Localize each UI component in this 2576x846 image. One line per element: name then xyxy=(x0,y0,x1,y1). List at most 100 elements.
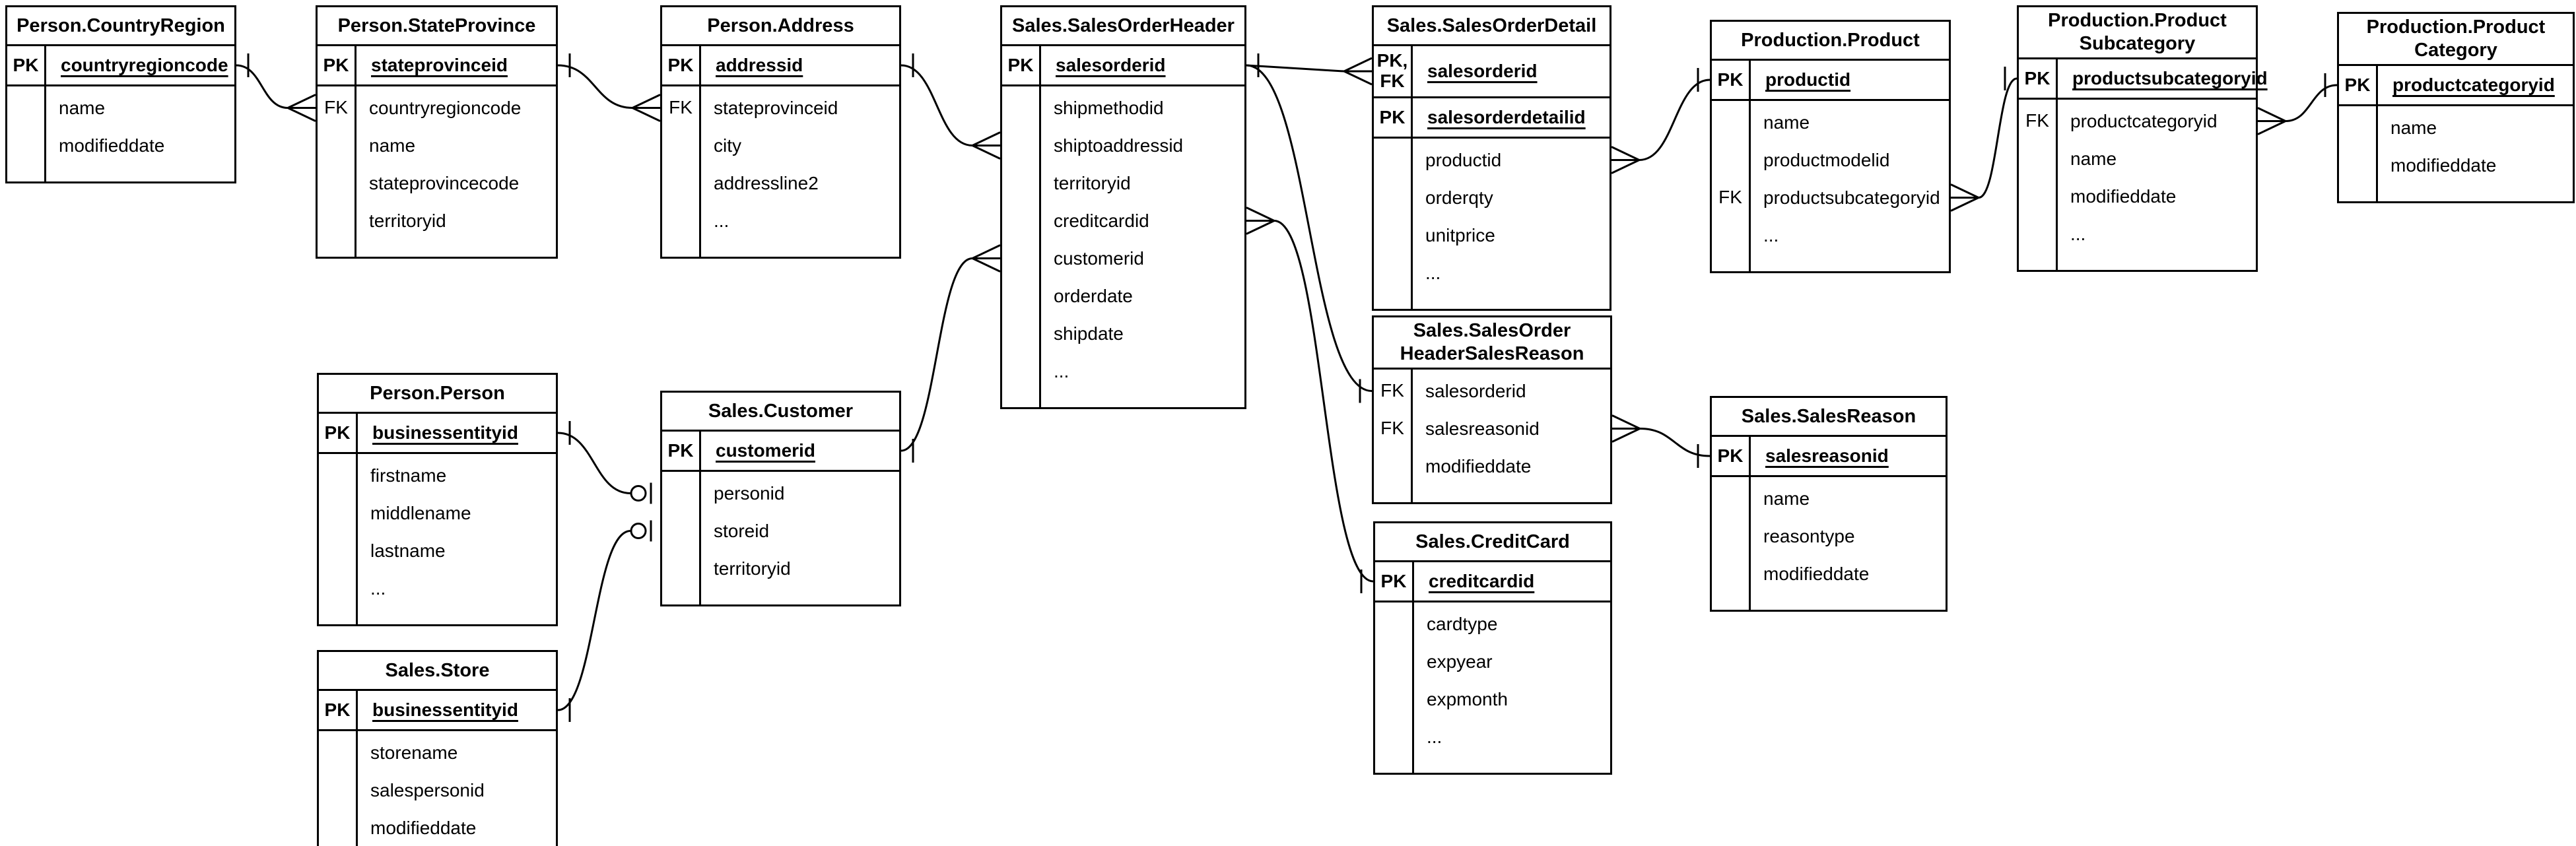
column-name: modifieddate xyxy=(59,135,165,156)
column-name: name xyxy=(59,97,106,118)
column-name: territoryid xyxy=(1054,172,1131,193)
attribute-row: name xyxy=(318,127,556,164)
attribute-row: shipdate xyxy=(1002,315,1244,352)
relationship-customer-sales_order_header[interactable] xyxy=(900,244,1001,463)
column-name: countryregioncode xyxy=(369,97,522,118)
relationship-product_subcategory-product_category[interactable] xyxy=(2257,73,2338,135)
relationship-sales_order_detail-product[interactable] xyxy=(1611,68,1711,174)
key-badge: PK xyxy=(1712,437,1751,475)
attribute-row: ... xyxy=(2019,215,2256,253)
column-name: city xyxy=(714,135,741,156)
column-name: customerid xyxy=(716,440,815,461)
relationship-product-product_subcategory[interactable] xyxy=(1950,67,2017,212)
column-name: orderdate xyxy=(1054,285,1133,306)
relationship-state_province-address[interactable] xyxy=(557,53,661,122)
attribute-row: creditcardid xyxy=(1002,202,1244,240)
attribute-row: modifieddate xyxy=(2339,146,2573,184)
column-name: productmodelid xyxy=(1763,149,1890,170)
relationship-person-customer[interactable] xyxy=(557,421,652,504)
attribute-row: productid xyxy=(1374,141,1610,179)
column-name: territoryid xyxy=(714,558,791,579)
relationship-country_region-state_province[interactable] xyxy=(236,53,316,122)
column-name: ... xyxy=(370,577,386,599)
attribute-row: ... xyxy=(662,202,899,240)
column-name: stateprovincecode xyxy=(369,172,520,193)
column-name: businessentityid xyxy=(372,422,518,443)
key-badge: FK xyxy=(1380,418,1404,439)
column-name: productid xyxy=(1765,69,1851,90)
relationship-sales_order_header-sales_order_detail[interactable] xyxy=(1246,53,1373,86)
key-row: PK productid xyxy=(1712,61,1949,101)
column-name: personid xyxy=(714,482,785,504)
attribute-section: personid storeid territoryid xyxy=(662,472,899,604)
relationship-store-customer[interactable] xyxy=(557,520,652,723)
attribute-row: middlename xyxy=(319,494,556,532)
relationship-credit_card-sales_order_header[interactable] xyxy=(1246,207,1374,594)
column-name: territoryid xyxy=(369,210,446,231)
table-title: Sales.SalesOrderDetail xyxy=(1374,7,1610,46)
relationship-address-sales_order_header[interactable] xyxy=(900,53,1001,160)
attribute-row: ... xyxy=(1002,352,1244,390)
attribute-row: storename xyxy=(319,734,556,771)
column-name: ... xyxy=(1425,262,1441,283)
key-badge: PK xyxy=(7,46,46,84)
attribute-row: name xyxy=(1712,104,1949,141)
column-name: storeid xyxy=(714,520,770,541)
column-name: stateprovinceid xyxy=(371,55,508,75)
table-title: Sales.SalesOrderHeader xyxy=(1002,7,1244,46)
relationship-sales_order_header-sales_order_header_sales_reason[interactable] xyxy=(1246,64,1373,403)
key-row: PK salesreasonid xyxy=(1712,437,1946,477)
key-badge: PK xyxy=(662,432,701,470)
attribute-row: unitprice xyxy=(1374,216,1610,254)
column-name: salesorderid xyxy=(1425,380,1526,401)
column-name: creditcardid xyxy=(1054,210,1149,231)
attribute-row: salespersonid xyxy=(319,771,556,809)
column-name: middlename xyxy=(370,502,471,523)
column-name: productid xyxy=(1425,149,1502,170)
table-title: Person.CountryRegion xyxy=(7,7,234,46)
column-name: salesreasonid xyxy=(1765,445,1889,466)
column-name: ... xyxy=(1054,360,1069,381)
column-name: productcategoryid xyxy=(2392,75,2555,95)
attribute-row: modifieddate xyxy=(7,127,234,164)
attribute-section: name modifieddate xyxy=(7,86,234,181)
column-name: ... xyxy=(1427,726,1442,747)
column-name: stateprovinceid xyxy=(714,97,838,118)
column-name: orderqty xyxy=(1425,187,1493,208)
table-title: Person.Address xyxy=(662,7,899,46)
column-name: salesorderdetailid xyxy=(1427,107,1586,127)
key-badge: PK xyxy=(1712,61,1751,99)
column-name: salesorderid xyxy=(1427,61,1538,81)
attribute-row: city xyxy=(662,127,899,164)
column-name: modifieddate xyxy=(370,817,477,838)
relationship-sales_order_header_sales_reason-sales_reason[interactable] xyxy=(1611,414,1711,469)
attribute-row: personid xyxy=(662,474,899,512)
